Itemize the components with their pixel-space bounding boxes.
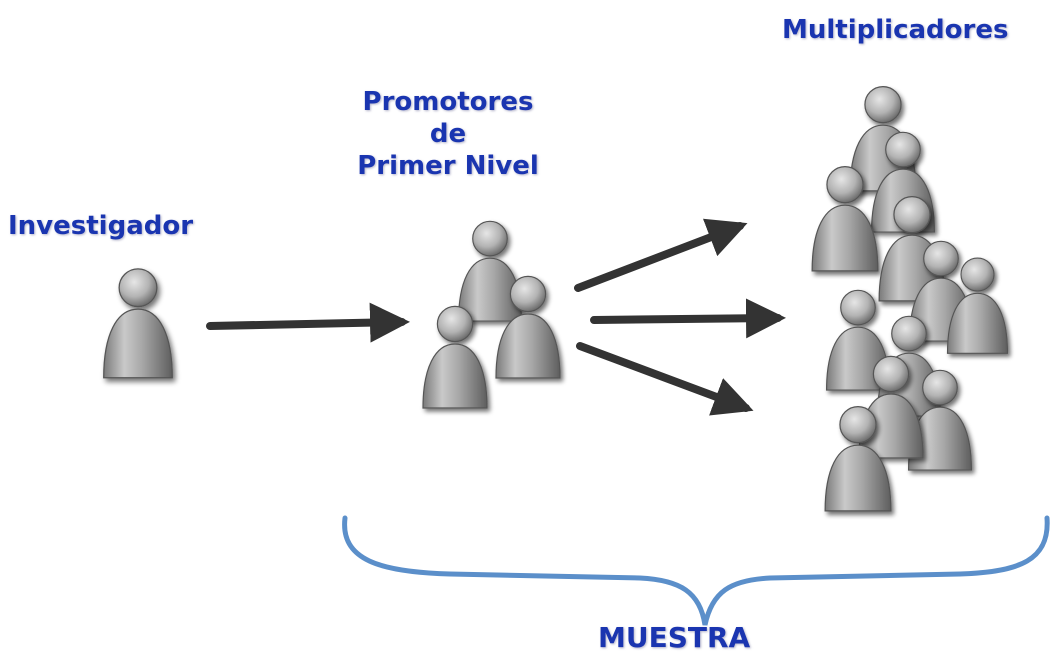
arrow-middle-icon (590, 298, 786, 339)
investigador-person-icon (104, 269, 173, 378)
arrow-lower-icon (576, 342, 754, 416)
promotores-label-line1: Promotores (362, 87, 534, 117)
multiplicadores-group-icon (812, 87, 1007, 511)
promotores-label-line3: Primer Nivel (357, 151, 539, 181)
promotores-group-icon (423, 221, 560, 408)
investigador-label: Investigador (8, 211, 194, 241)
multiplicadores-label: Multiplicadores (782, 15, 1009, 45)
muestra-label: MUESTRA (598, 621, 751, 654)
promotores-label-line2: de (429, 119, 467, 149)
promotores-label: Promotores de Primer Nivel (348, 86, 548, 182)
curly-brace-icon (342, 515, 1050, 626)
arrow-right-icon (206, 302, 410, 343)
arrow-upper-icon (574, 218, 748, 292)
